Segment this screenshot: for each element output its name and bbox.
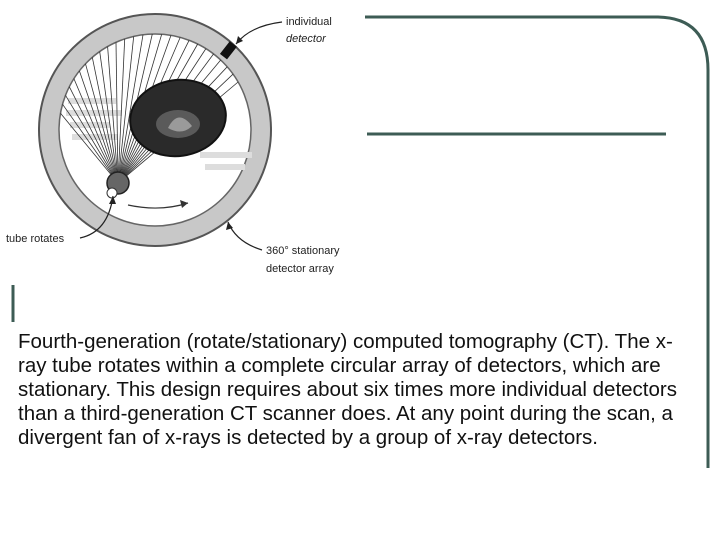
tube-bearing [106, 187, 118, 199]
x-ray-beam [115, 42, 119, 184]
x-ray-beam [91, 57, 119, 184]
individual-detector [219, 41, 237, 60]
x-ray-beam [79, 70, 119, 184]
x-ray-beam [68, 86, 119, 184]
x-ray-beam [117, 34, 144, 184]
x-ray-beam [65, 95, 119, 184]
tube-leader-arrowhead [109, 196, 116, 204]
x-ray-beam [62, 103, 119, 184]
patient-body-highlight [168, 117, 192, 132]
x-ray-beam [107, 46, 119, 184]
caption-text: Fourth-generation (rotate/stationary) co… [18, 330, 677, 449]
x-ray-beam [117, 36, 135, 184]
label-individual-detector-line1: individual [286, 16, 332, 28]
detector-leader-line [235, 21, 283, 45]
x-ray-beam [60, 113, 119, 184]
x-ray-beam [99, 51, 119, 184]
x-ray-beam [85, 63, 119, 184]
x-ray-beam [117, 38, 126, 184]
rotation-arrowhead [180, 200, 188, 208]
array-leader-arrowhead [226, 222, 233, 230]
detector-leader-arrowhead [236, 36, 243, 44]
label-individual-detector-line2: detector [286, 33, 327, 45]
ct-scanner-diagram: individual detector tube rotates 360° st… [6, 13, 340, 275]
label-tube-rotates: tube rotates [6, 233, 65, 245]
label-stationary-array-line2: detector array [266, 263, 334, 275]
x-ray-beam [73, 78, 119, 184]
label-stationary-array-line1: 360° stationary [266, 245, 340, 257]
array-leader-line [227, 221, 263, 251]
